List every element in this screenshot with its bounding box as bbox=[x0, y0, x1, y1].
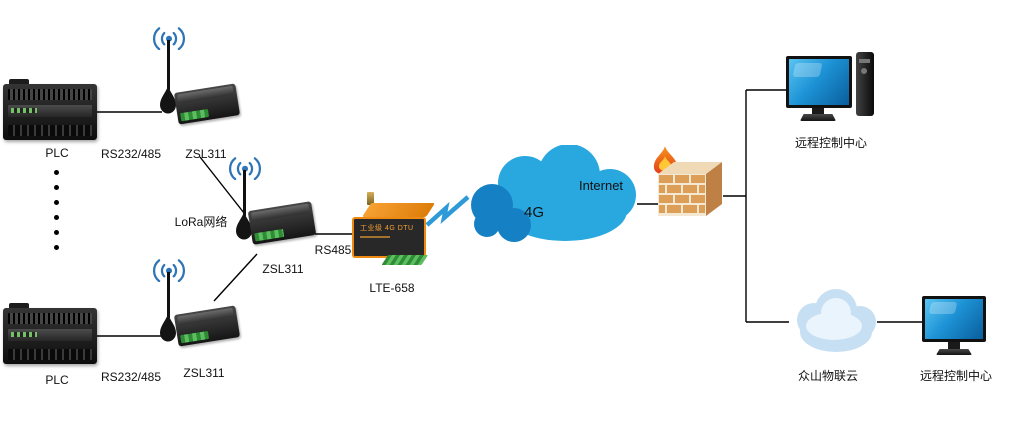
pc-tower bbox=[856, 52, 874, 116]
terminal-block bbox=[381, 255, 428, 265]
plc-leds bbox=[11, 332, 37, 337]
terminal-block bbox=[180, 108, 209, 122]
ellipsis-dots bbox=[54, 170, 59, 250]
rs485-label: RS485 bbox=[314, 243, 352, 257]
zsl311-top-label: ZSL311 bbox=[185, 147, 227, 161]
rs232-top-label: RS232/485 bbox=[100, 147, 162, 161]
iot-cloud-label: 众山物联云 bbox=[797, 369, 859, 383]
firewall-icon bbox=[653, 146, 722, 216]
plc-leds bbox=[11, 108, 37, 113]
lora-network-label: LoRa网络 bbox=[174, 215, 228, 229]
lightning-bolt-icon bbox=[425, 195, 470, 227]
terminal-block bbox=[180, 330, 209, 344]
plc-bottom-label: PLC bbox=[45, 373, 69, 387]
wifi-antenna-icon bbox=[152, 259, 186, 282]
plc-top-label: PLC bbox=[45, 146, 69, 160]
zsl311-mid-label: ZSL311 bbox=[262, 262, 304, 276]
antenna-base bbox=[160, 314, 176, 342]
monitor-neck bbox=[812, 108, 824, 114]
internet-cloud-icon bbox=[471, 145, 636, 242]
plc-terminals bbox=[8, 349, 92, 360]
wire-lora-bottom bbox=[213, 253, 258, 302]
wire-lora-top bbox=[199, 156, 245, 214]
wifi-antenna-icon bbox=[152, 27, 186, 50]
dtu-panel-text: 工业级 4G DTU bbox=[360, 225, 414, 232]
lte658-label: LTE-658 bbox=[369, 281, 415, 295]
monitor-neck bbox=[948, 342, 960, 349]
dtu-front-panel: 工业级 4G DTU bbox=[352, 217, 426, 258]
4g-label: 4G bbox=[523, 204, 545, 221]
rs232-bottom-label: RS232/485 bbox=[100, 370, 162, 384]
terminal-block bbox=[254, 228, 284, 242]
sma-antenna-connector bbox=[367, 192, 374, 205]
monitor-screen bbox=[786, 56, 852, 108]
monitor-screen bbox=[922, 296, 986, 342]
dtu-top-face bbox=[362, 203, 436, 217]
dtu-panel-rule bbox=[360, 236, 390, 238]
antenna-mast bbox=[243, 170, 246, 216]
antenna-base bbox=[236, 212, 252, 240]
plc-vents bbox=[8, 313, 92, 324]
plc-device-top bbox=[3, 79, 97, 140]
plc-terminals bbox=[8, 125, 92, 136]
zsl311-bottom-label: ZSL311 bbox=[183, 366, 225, 380]
monitor-base bbox=[800, 114, 836, 121]
lte658-dtu-device: 工业级 4G DTU bbox=[350, 192, 436, 270]
antenna-base bbox=[160, 86, 176, 114]
monitor-base bbox=[936, 349, 972, 355]
internet-label: Internet bbox=[578, 178, 624, 193]
antenna-mast bbox=[167, 272, 170, 318]
plc-device-bottom bbox=[3, 303, 97, 364]
remote-center-top-label: 远程控制中心 bbox=[794, 136, 868, 150]
plc-vents bbox=[8, 89, 92, 100]
antenna-mast bbox=[167, 40, 170, 90]
iot-cloud-icon bbox=[797, 289, 876, 352]
remote-center-bottom-label: 远程控制中心 bbox=[919, 369, 993, 383]
